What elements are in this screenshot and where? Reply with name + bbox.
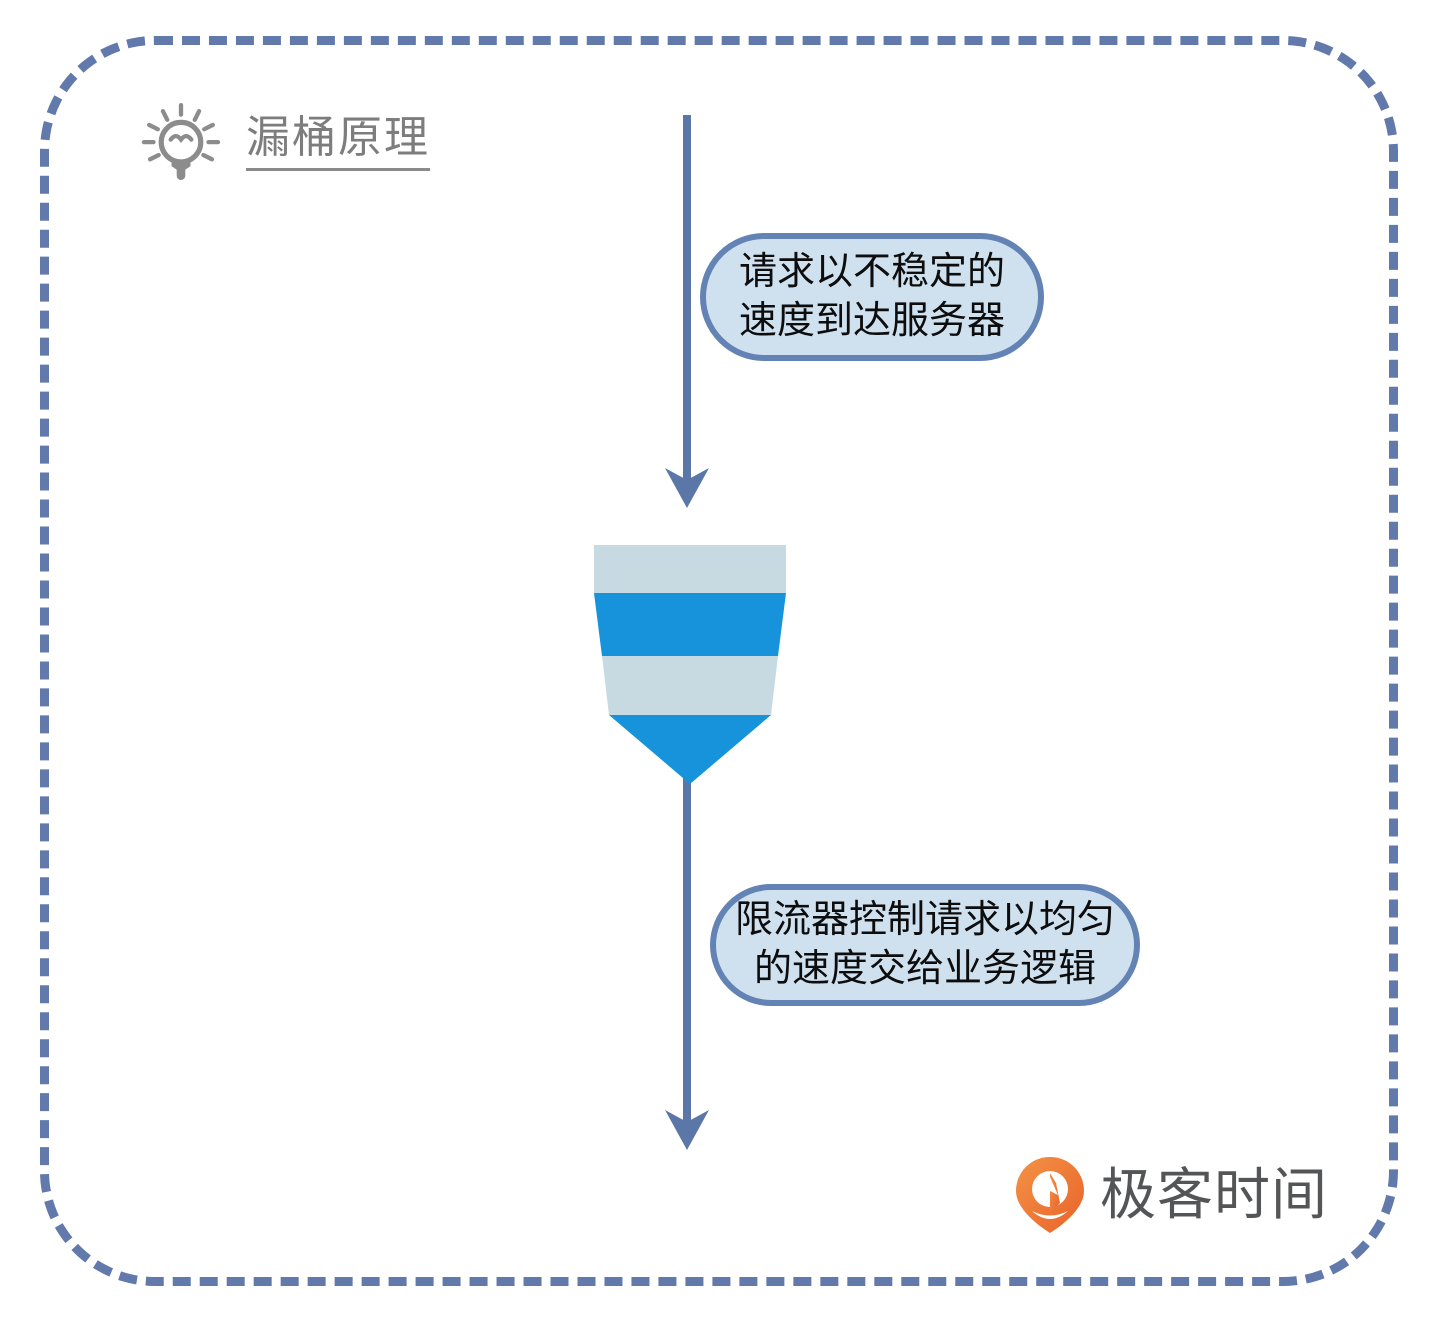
logo-text: 极客时间 (1100, 1163, 1328, 1226)
callout-line: 请求以不稳定的 (738, 250, 1005, 293)
callout-rate-limited-output: 限流器控制请求以均匀 的速度交给业务逻辑 (710, 884, 1140, 1006)
lightbulb-icon (141, 103, 221, 180)
funnel-band-3 (602, 656, 778, 715)
dashed-frame-border (40, 36, 1398, 1286)
callout-line: 速度到达服务器 (738, 300, 1005, 342)
geektime-pin-icon (1016, 1157, 1084, 1233)
header: 漏桶原理 (138, 100, 430, 186)
page-title: 漏桶原理 (246, 115, 430, 171)
geektime-logo: 极客时间 (1014, 1155, 1328, 1235)
funnel-band-2 (594, 593, 786, 656)
callout-incoming-requests: 请求以不稳定的 速度到达服务器 (700, 233, 1044, 361)
callout-line: 限流器控制请求以均匀 (735, 898, 1116, 941)
funnel-band-1 (594, 545, 786, 593)
leaky-bucket-funnel (594, 545, 786, 784)
callout-line: 的速度交给业务逻辑 (753, 948, 1096, 990)
funnel-band-4 (609, 715, 771, 784)
